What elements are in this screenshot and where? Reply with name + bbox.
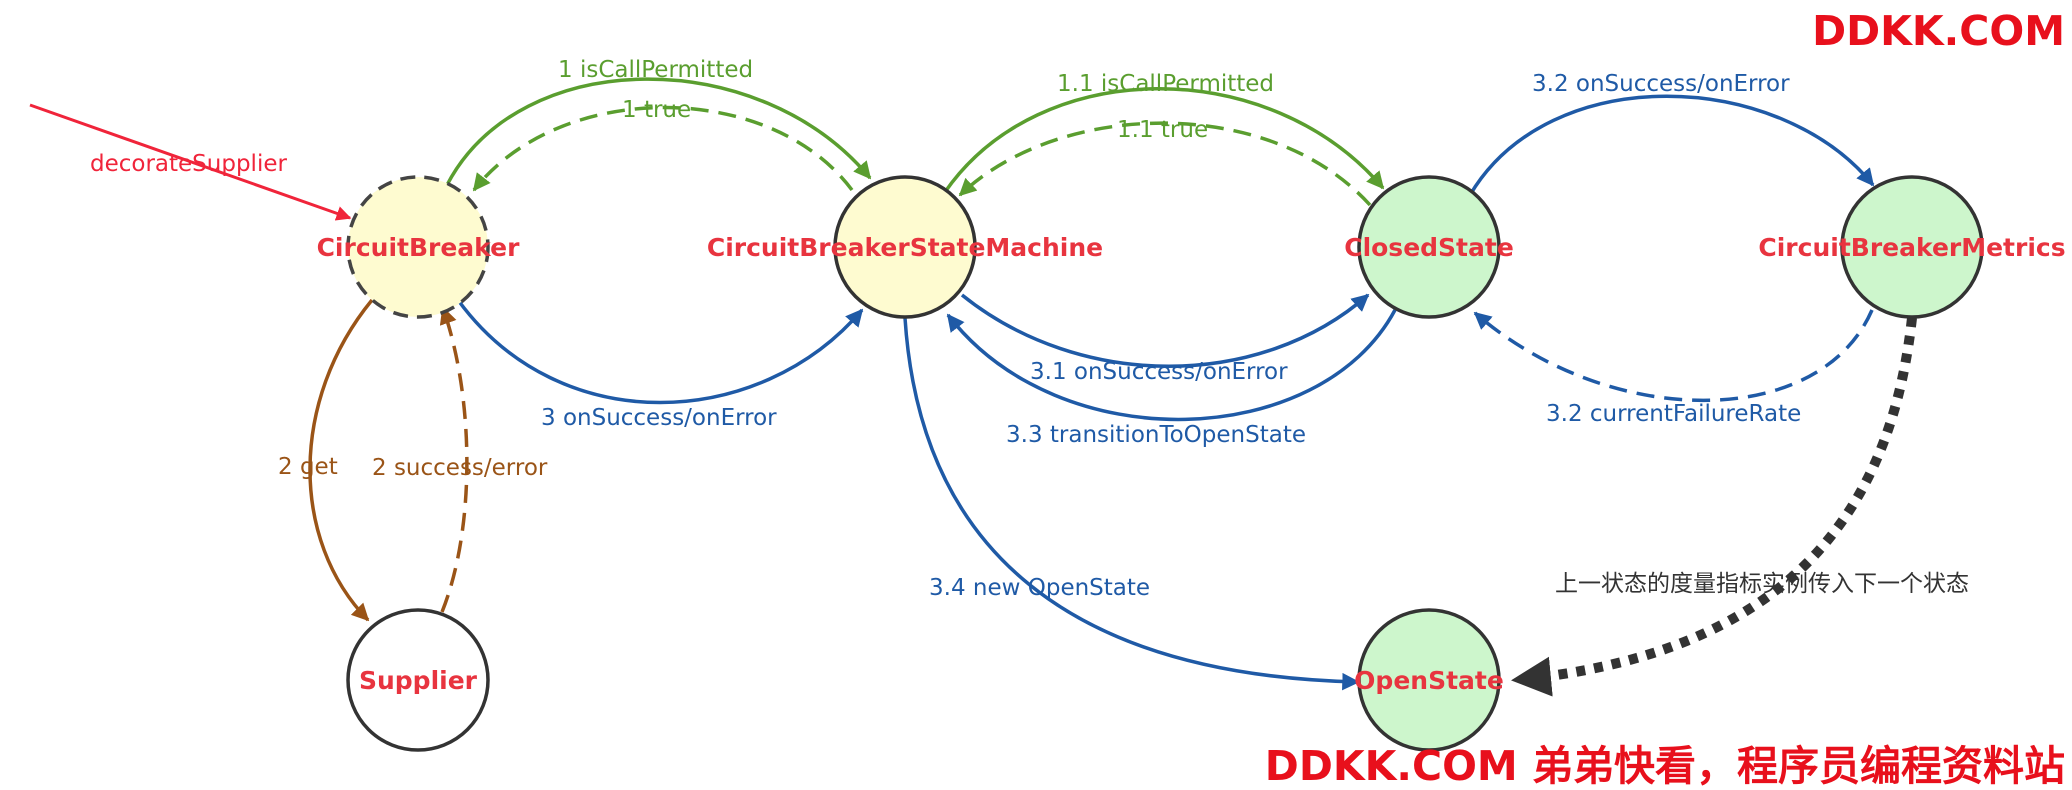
label-transition-3-3: 3.3 transitionToOpenState bbox=[1006, 422, 1306, 448]
label-is-call-permitted-1-1: 1.1 isCallPermitted bbox=[1057, 71, 1274, 97]
node-closed-state bbox=[1357, 175, 1501, 319]
edge-is-call-permitted-1 bbox=[445, 77, 872, 186]
label-success-error-2: 2 success/error bbox=[372, 455, 548, 481]
label-on-success-3: 3 onSuccess/onError bbox=[541, 405, 777, 431]
label-closed-state: ClosedState bbox=[1344, 233, 1514, 262]
label-get-2: 2 get bbox=[278, 454, 338, 480]
label-on-success-3-2: 3.2 onSuccess/onError bbox=[1532, 71, 1790, 97]
watermark-top: DDKK.COM bbox=[1812, 7, 2065, 55]
edge-on-success-3-1 bbox=[960, 293, 1370, 368]
label-failure-rate-3-2: 3.2 currentFailureRate bbox=[1546, 401, 1801, 427]
label-true-1: 1 true bbox=[622, 97, 691, 123]
label-new-open-state-3-4: 3.4 new OpenState bbox=[929, 575, 1150, 601]
edge-decorate-supplier bbox=[29, 103, 352, 221]
edge-on-success-3-2 bbox=[1468, 94, 1875, 196]
edge-is-call-permitted-1-1 bbox=[943, 87, 1385, 193]
label-on-success-3-1: 3.1 onSuccess/onError bbox=[1030, 359, 1288, 385]
label-decorate-supplier: decorateSupplier bbox=[90, 151, 287, 177]
edge-transition-3-3 bbox=[946, 309, 1397, 422]
label-circuit-breaker: CircuitBreaker bbox=[317, 233, 521, 262]
node-state-machine bbox=[833, 175, 977, 319]
edge-metrics-transfer bbox=[1511, 317, 1917, 697]
edge-new-open-state-3-4 bbox=[903, 317, 1360, 691]
node-circuit-breaker bbox=[346, 175, 490, 319]
node-supplier bbox=[346, 608, 490, 752]
watermark-bottom: DDKK.COM 弟弟快看，程序员编程资料站 bbox=[1265, 742, 2065, 790]
label-state-machine: CircuitBreakerStateMachine bbox=[707, 233, 1103, 262]
label-true-1-1: 1.1 true bbox=[1117, 117, 1208, 143]
edge-true-1 bbox=[472, 105, 854, 192]
edge-true-1-1 bbox=[958, 121, 1372, 207]
edge-success-error-2 bbox=[439, 306, 469, 613]
label-open-state: OpenState bbox=[1354, 666, 1504, 695]
label-supplier: Supplier bbox=[359, 666, 478, 695]
label-is-call-permitted-1: 1 isCallPermitted bbox=[558, 57, 753, 83]
node-metrics bbox=[1840, 175, 1984, 319]
node-open-state bbox=[1357, 608, 1501, 752]
label-metrics: CircuitBreakerMetrics bbox=[1758, 233, 2065, 262]
edge-on-success-3 bbox=[456, 298, 864, 405]
metrics-transfer-note: 上一状态的度量指标实例传入下一个状态 bbox=[1555, 571, 1969, 597]
edge-get-2 bbox=[308, 298, 374, 622]
edge-failure-rate-3-2 bbox=[1473, 309, 1874, 403]
